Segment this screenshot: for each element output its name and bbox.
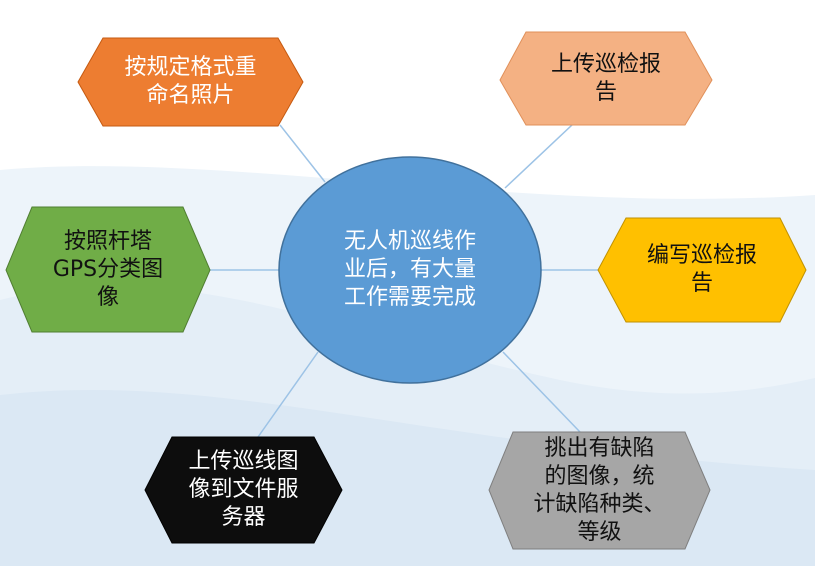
connector-upload-images	[257, 351, 319, 438]
connector-pick-defects	[502, 351, 581, 433]
hexagon-upload-images	[144, 436, 343, 544]
hexagon-write-report	[597, 217, 807, 323]
hexagon-classify-gps	[5, 206, 211, 333]
hexagon-upload-report	[499, 31, 713, 126]
hexagon-rename	[77, 37, 304, 127]
center-ellipse	[278, 156, 542, 384]
connector-upload-report	[504, 124, 573, 189]
hexagon-pick-defects	[488, 431, 711, 550]
connector-rename	[279, 124, 326, 183]
